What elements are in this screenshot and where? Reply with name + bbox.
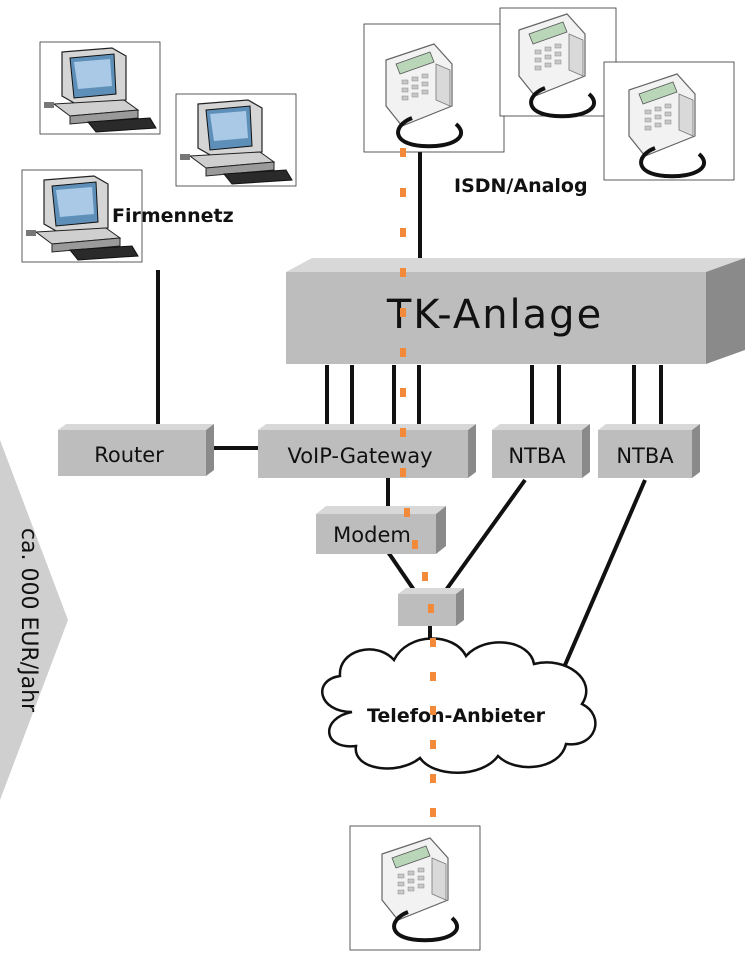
provider-label: Telefon-Anbieter xyxy=(367,705,546,727)
company-network: Firmennetz xyxy=(21,41,297,263)
phone-type-label: ISDN/Analog xyxy=(454,175,588,197)
modem-label: Modem xyxy=(333,523,411,547)
voip-path xyxy=(400,148,436,817)
side-banner-label: ca. 000 EUR/Jahr xyxy=(16,528,41,713)
pbx-label: TK-Anlage xyxy=(386,292,603,338)
desktop-computer-icon xyxy=(39,41,161,135)
ntba-box-2: NTBA xyxy=(598,424,700,478)
voip-gateway-box: VoIP-Gateway xyxy=(258,424,476,478)
desktop-computer-icon xyxy=(175,93,297,187)
ntba-label-1: NTBA xyxy=(508,444,566,468)
provider-cloud: Telefon-Anbieter xyxy=(321,637,597,774)
router-box: Router xyxy=(58,424,214,476)
side-banner: ca. 000 EUR/Jahr xyxy=(0,440,68,800)
modem-box: Modem xyxy=(316,506,446,554)
chevron-arrow-shape xyxy=(0,440,68,800)
ntba-label-2: NTBA xyxy=(616,444,674,468)
router-label: Router xyxy=(94,443,164,467)
isdn-phones: ISDN/Analog xyxy=(363,7,735,197)
cloud-shape xyxy=(321,637,597,774)
ntba-box-1: NTBA xyxy=(492,424,590,478)
gateway-label: VoIP-Gateway xyxy=(287,444,432,468)
connection-lines xyxy=(156,150,663,673)
junction-box xyxy=(398,588,464,626)
remote-phone xyxy=(349,825,481,951)
network-label: Firmennetz xyxy=(112,205,234,227)
ntba2-to-provider-line xyxy=(560,479,647,673)
ntba1-to-junction-line xyxy=(444,478,527,592)
pbx-box: TK-Anlage xyxy=(286,258,745,364)
modem-to-junction-line xyxy=(386,550,416,592)
